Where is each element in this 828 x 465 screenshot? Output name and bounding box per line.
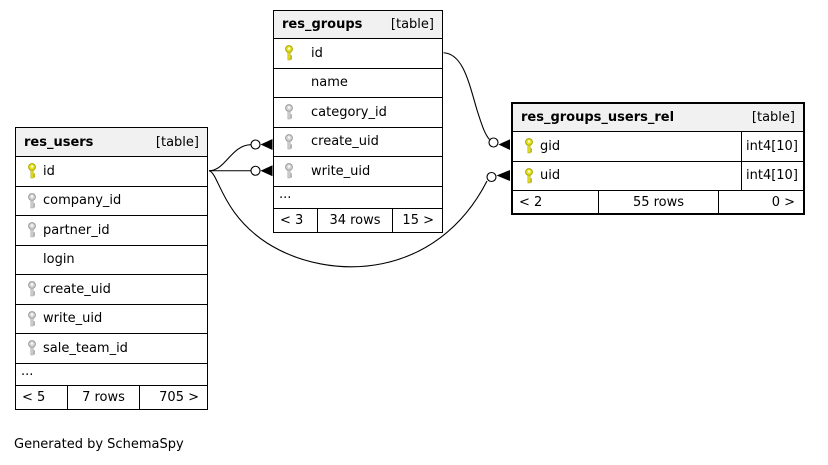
footer-parents-count: < 2 <box>513 191 599 213</box>
column-row-create_uid: create_uid <box>274 128 442 157</box>
column-row-partner_id: partner_id <box>16 216 207 246</box>
column-name: name <box>311 75 348 91</box>
column-row-uid: uid int4[10] <box>513 161 803 191</box>
ellipsis-row: ... <box>16 364 207 386</box>
table-footer: < 3 34 rows 15 > <box>274 208 442 232</box>
cardinality-circle-icon-res_groups-write_uid <box>250 165 261 176</box>
cardinality-circle-icon-rel-uid <box>486 171 497 183</box>
table-header-res_groups[interactable]: res_groups [table] <box>274 11 442 39</box>
column-type: int4[10] <box>741 161 803 190</box>
cardinality-circle-icon-res_groups-create_uid <box>250 139 261 150</box>
column-row-category_id: category_id <box>274 98 442 128</box>
foreign-key-icon <box>274 104 311 120</box>
footer-parents-count: < 5 <box>16 385 68 409</box>
table-res_users: res_users [table] id company_id partner_… <box>15 127 208 410</box>
column-name: partner_id <box>43 222 110 238</box>
arrowhead-icon-rel-uid <box>496 170 510 181</box>
footer-row-count: 55 rows <box>599 191 719 213</box>
footer-children-count: 0 > <box>771 194 795 210</box>
footer-row-count: 7 rows <box>68 385 140 409</box>
column-row-write_uid: write_uid <box>16 305 207 334</box>
column-name: create_uid <box>311 134 379 150</box>
footer-parents-count: < 3 <box>274 208 318 232</box>
column-name: write_uid <box>43 311 103 327</box>
ellipsis-row: ... <box>274 187 442 209</box>
column-row-id: id <box>16 157 207 187</box>
column-row-sale_team_id: sale_team_id <box>16 334 207 364</box>
column-type: int4[10] <box>741 132 803 161</box>
table-name: res_groups <box>282 17 363 32</box>
column-name: company_id <box>43 193 122 209</box>
primary-key-icon <box>16 163 43 179</box>
column-row-name: name <box>274 69 442 98</box>
table-name: res_users <box>24 134 94 150</box>
column-name: login <box>43 252 75 268</box>
column-row-create_uid: create_uid <box>16 275 207 305</box>
column-row-company_id: company_id <box>16 187 207 216</box>
generated-by-note: Generated by SchemaSpy <box>14 437 184 452</box>
edge-res_groups-id-to-rel-gid <box>443 52 490 140</box>
foreign-key-icon <box>274 133 311 150</box>
table-name: res_groups_users_rel <box>521 110 675 125</box>
table-res_groups: res_groups [table] id name category_id c… <box>273 10 443 233</box>
footer-row-count: 34 rows <box>318 208 393 232</box>
table-footer: < 2 55 rows 0 > <box>513 191 803 213</box>
footer-children-count: 15 > <box>402 212 434 228</box>
primary-key-icon <box>513 138 540 154</box>
column-name: gid <box>540 138 561 154</box>
table-header-res_users[interactable]: res_users [table] <box>16 128 207 157</box>
foreign-key-icon <box>16 281 43 297</box>
column-name: write_uid <box>311 163 371 179</box>
column-name: uid <box>540 168 561 184</box>
column-name: create_uid <box>43 281 111 297</box>
edge-res_users-id-to-res_groups-create_uid <box>208 144 252 172</box>
foreign-key-icon <box>16 222 43 238</box>
foreign-key-icon <box>16 192 43 209</box>
footer-children-count: 705 > <box>159 389 199 405</box>
column-row-login: login <box>16 246 207 275</box>
table-footer: < 5 7 rows 705 > <box>16 385 207 409</box>
column-row-id: id <box>274 39 442 69</box>
primary-key-icon <box>274 45 311 61</box>
foreign-key-icon <box>274 163 311 179</box>
table-res_groups_users_rel: res_groups_users_rel [table] gid int4[10… <box>511 102 805 215</box>
arrowhead-icon-res_groups-write_uid <box>260 165 273 177</box>
arrowhead-icon-rel-gid <box>498 139 510 150</box>
column-name: category_id <box>311 104 387 120</box>
table-type-label: [table] <box>751 110 795 125</box>
column-row-gid: gid int4[10] <box>513 132 803 162</box>
foreign-key-icon <box>16 340 43 356</box>
foreign-key-icon <box>16 310 43 327</box>
column-name: id <box>43 163 55 179</box>
arrowhead-icon-res_groups-create_uid <box>260 139 273 150</box>
table-type-label: [table] <box>155 134 199 150</box>
column-name: id <box>311 45 323 61</box>
primary-key-icon <box>513 167 540 184</box>
table-header-res_groups_users_rel[interactable]: res_groups_users_rel [table] <box>513 104 803 132</box>
edge-res_users-id-to-rel-uid <box>208 170 488 268</box>
table-type-label: [table] <box>390 17 434 32</box>
column-row-write_uid: write_uid <box>274 157 442 187</box>
cardinality-circle-icon-rel-gid <box>488 137 499 148</box>
column-name: sale_team_id <box>43 340 128 356</box>
